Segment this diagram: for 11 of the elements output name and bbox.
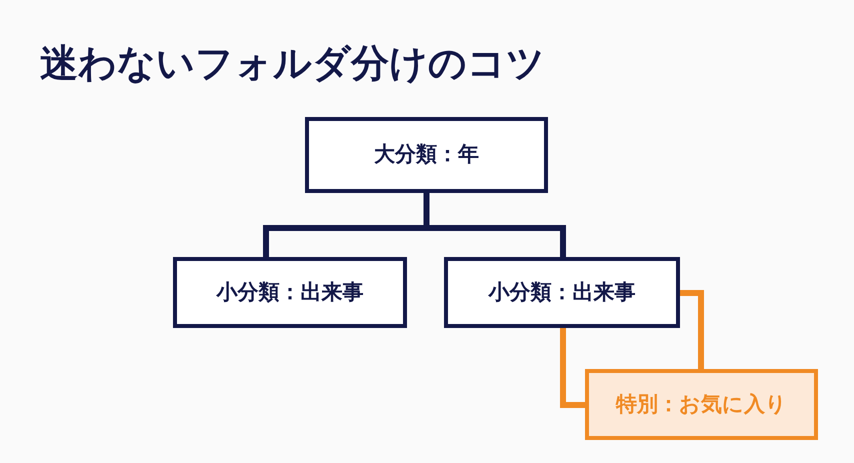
- category-box: [173, 257, 407, 328]
- category-box: [305, 117, 548, 193]
- box-label: 小分類：出来事: [488, 280, 636, 306]
- highlight-box: [585, 369, 818, 440]
- box-label: 特別：お気に入り: [616, 392, 787, 418]
- connector-line: [680, 290, 704, 369]
- connector-line: [560, 328, 585, 408]
- title: 迷わないフォルダ分けのコツ: [40, 42, 545, 87]
- box-label: 大分類：年: [374, 142, 479, 168]
- box-label: 小分類：出来事: [216, 280, 364, 306]
- category-box: [444, 257, 680, 328]
